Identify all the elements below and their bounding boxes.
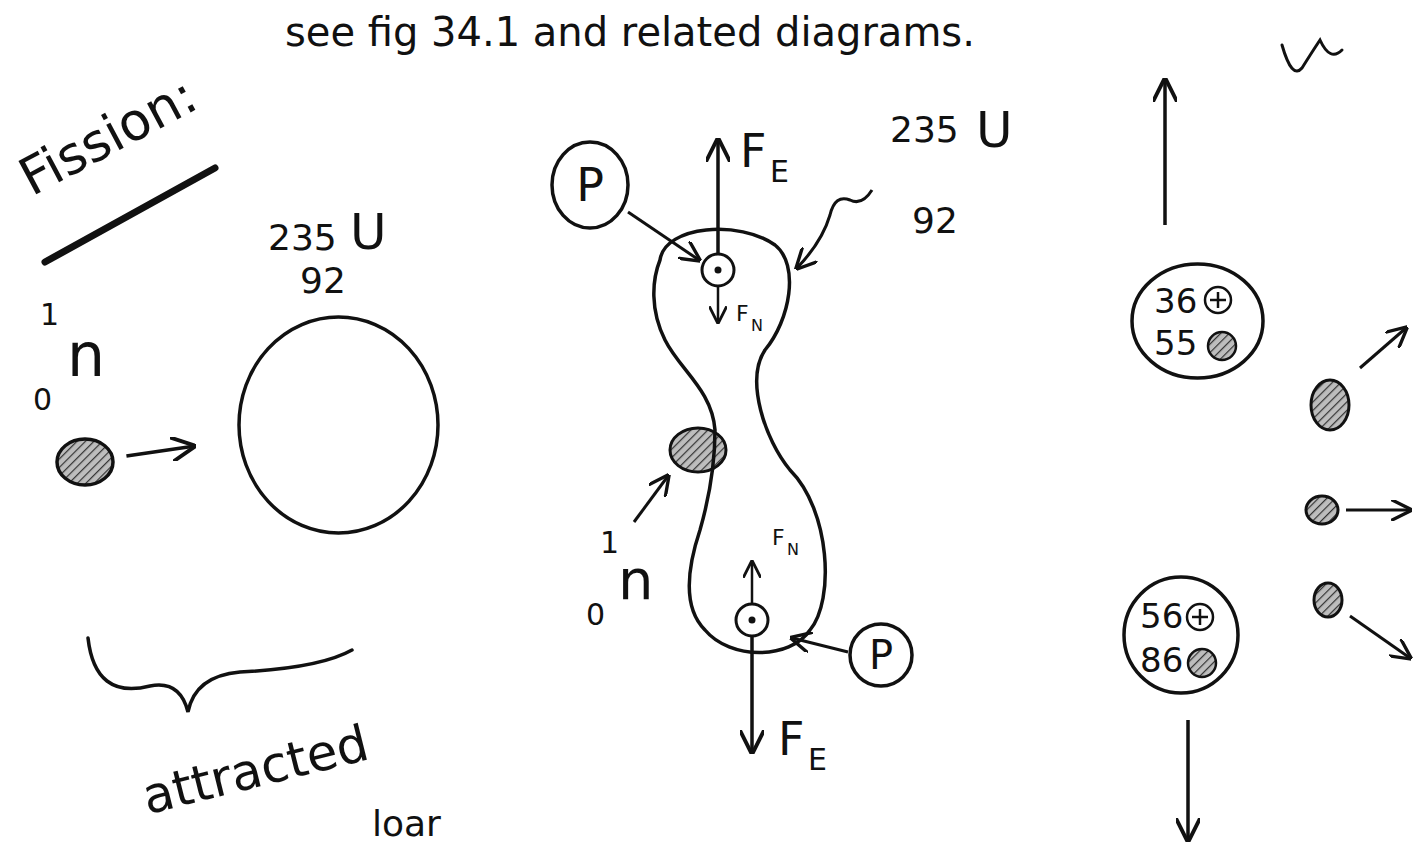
proton-bottom xyxy=(736,604,768,636)
fission-fragment: 3655 xyxy=(1130,262,1265,380)
atomic-number: 92 xyxy=(912,203,958,239)
node-outline xyxy=(237,315,440,535)
node-outline xyxy=(1130,262,1265,380)
nucleus-outline xyxy=(1132,264,1263,378)
emitted-neutron xyxy=(1306,496,1338,524)
fragment-motion-arrow xyxy=(1163,80,1167,225)
neutron-motion-arrow xyxy=(1360,328,1406,368)
proton-count: 56 xyxy=(1140,599,1183,633)
neutron-symbol: n xyxy=(67,325,105,385)
neutron-motion-arrow xyxy=(1346,509,1410,512)
proton-letter: P xyxy=(869,635,893,675)
proton-callout: P xyxy=(848,622,914,688)
squiggle-leader-arrow xyxy=(797,190,872,268)
force-subscript: E xyxy=(808,745,827,775)
force-symbol: F xyxy=(778,716,804,762)
deformed-nucleus: 235U92 xyxy=(650,215,840,665)
element-symbol: U xyxy=(976,105,1013,155)
force-symbol: F xyxy=(740,128,766,174)
neutron-count: 86 xyxy=(1140,643,1183,677)
leader-arrow xyxy=(634,476,668,522)
force-symbol: F xyxy=(772,527,785,549)
charge-number: 0 xyxy=(586,600,605,630)
reference-note: see fig 34.1 and related diagrams. xyxy=(285,12,975,52)
motion-arrow xyxy=(126,446,193,456)
node-outline xyxy=(1122,575,1240,695)
proton-count: 36 xyxy=(1154,284,1197,318)
atomic-number: 92 xyxy=(300,263,346,299)
nucleus-outline xyxy=(239,317,438,533)
mass-number: 1 xyxy=(40,300,59,330)
neutron-dot xyxy=(670,428,726,472)
node-outline xyxy=(55,437,115,487)
neutron-symbol xyxy=(1208,332,1236,360)
fragment-motion-arrow xyxy=(1186,720,1190,840)
node-outline xyxy=(650,215,840,665)
emitted-neutron xyxy=(1314,583,1342,617)
brace-bracket xyxy=(88,638,352,712)
fission-fragment: 5686 xyxy=(1122,575,1240,695)
pen-squiggle xyxy=(1282,40,1342,71)
nucleus-outline xyxy=(850,624,912,686)
emitted-neutron xyxy=(1311,380,1349,430)
force-subscript: N xyxy=(751,318,763,334)
nucleus-outline xyxy=(552,142,628,228)
mass-number: 235 xyxy=(268,220,337,256)
force-subscript: E xyxy=(770,157,789,187)
incoming-neutron: 10n xyxy=(55,437,115,487)
nuclear-force-arrow xyxy=(717,287,720,322)
uranium-nucleus: 235U92 xyxy=(237,315,440,535)
proton-callout: P xyxy=(550,140,630,230)
mass-number: 1 xyxy=(600,528,619,558)
neutron-dot xyxy=(57,439,113,485)
neutron-motion-arrow xyxy=(1350,616,1410,658)
proton-symbol xyxy=(1205,287,1231,313)
mass-number: 235 xyxy=(890,112,959,148)
force-subscript: N xyxy=(787,542,799,558)
proton-symbol xyxy=(1187,604,1213,630)
electric-force-arrow xyxy=(716,140,720,254)
element-symbol: U xyxy=(350,207,387,257)
nuclear-force-arrow xyxy=(751,562,754,603)
diagram-title: Fission: xyxy=(11,68,204,204)
proton-top xyxy=(702,254,734,286)
neutron-count: 55 xyxy=(1154,326,1197,360)
nucleus-outline xyxy=(654,229,825,652)
electric-force-arrow xyxy=(750,637,754,752)
handwritten-note: attracted xyxy=(137,718,373,822)
proton-letter: P xyxy=(576,162,604,208)
nucleus-outline xyxy=(1124,577,1238,693)
neutron-symbol xyxy=(1188,649,1216,677)
force-symbol: F xyxy=(736,303,749,325)
handwritten-note: loar xyxy=(372,806,441,842)
charge-number: 0 xyxy=(33,385,52,415)
neutron-symbol: n xyxy=(618,552,654,608)
